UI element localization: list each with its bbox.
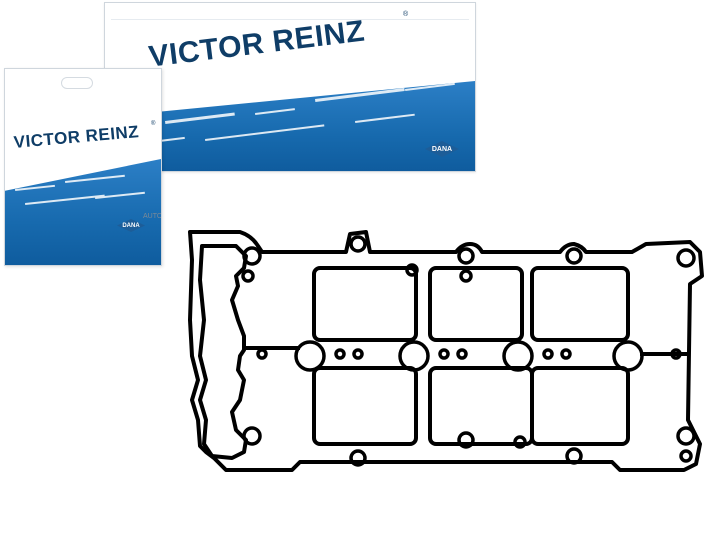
registered-mark: ®: [151, 121, 156, 127]
rail-hole: [670, 348, 682, 360]
dana-logo-icon: DANA: [117, 219, 145, 232]
chamber-upper-left: [312, 266, 418, 342]
bolt-hole: [679, 449, 693, 463]
bolt-hole: [242, 426, 262, 446]
registered-mark: ®: [403, 11, 409, 18]
bolt-hole: [457, 431, 475, 449]
watermark: AUTO: [143, 213, 162, 220]
port-ring-3: [502, 340, 534, 372]
hanger-hole: [61, 77, 93, 89]
chamber-lower-left: [312, 366, 418, 446]
rail-hole: [560, 348, 572, 360]
gasket-outer-outline: [188, 230, 704, 472]
rail-hole: [334, 348, 346, 360]
box-lid-edge: [111, 9, 469, 20]
rail-hole: [352, 348, 364, 360]
chamber-upper-mid: [428, 266, 524, 342]
port-ring-2: [398, 340, 430, 372]
rail-hole: [542, 348, 554, 360]
port-ring-1: [294, 340, 326, 372]
bolt-hole: [513, 435, 527, 449]
rail-hole: [438, 348, 450, 360]
chamber-lower-right: [530, 366, 630, 446]
white-streaks: [15, 174, 145, 205]
white-streaks: [135, 82, 455, 145]
gasket-inner-outline: [198, 244, 248, 460]
rail-hole: [256, 348, 268, 360]
rail-hole: [456, 348, 468, 360]
bolt-hole: [565, 447, 583, 465]
bolt-hole: [457, 247, 475, 265]
bolt-hole: [241, 269, 255, 283]
port-ring-4: [612, 340, 644, 372]
bolt-hole: [242, 246, 262, 266]
dana-logo-icon: DANA: [425, 141, 459, 157]
bolt-hole: [459, 269, 473, 283]
chamber-upper-right: [530, 266, 630, 342]
bolt-hole: [676, 426, 696, 446]
bolt-hole: [405, 263, 419, 277]
bolt-hole: [565, 247, 583, 265]
bolt-hole: [349, 235, 367, 253]
bolt-hole: [349, 449, 367, 467]
small-packaging-box: VICTOR REINZ ® SEALING PRODUCTS AUTO DAN…: [4, 68, 162, 266]
large-packaging-box: VICTOR REINZ ® SEALING PRODUCTS DANA: [104, 2, 476, 172]
bolt-hole: [676, 248, 696, 268]
chamber-lower-mid: [428, 366, 534, 446]
